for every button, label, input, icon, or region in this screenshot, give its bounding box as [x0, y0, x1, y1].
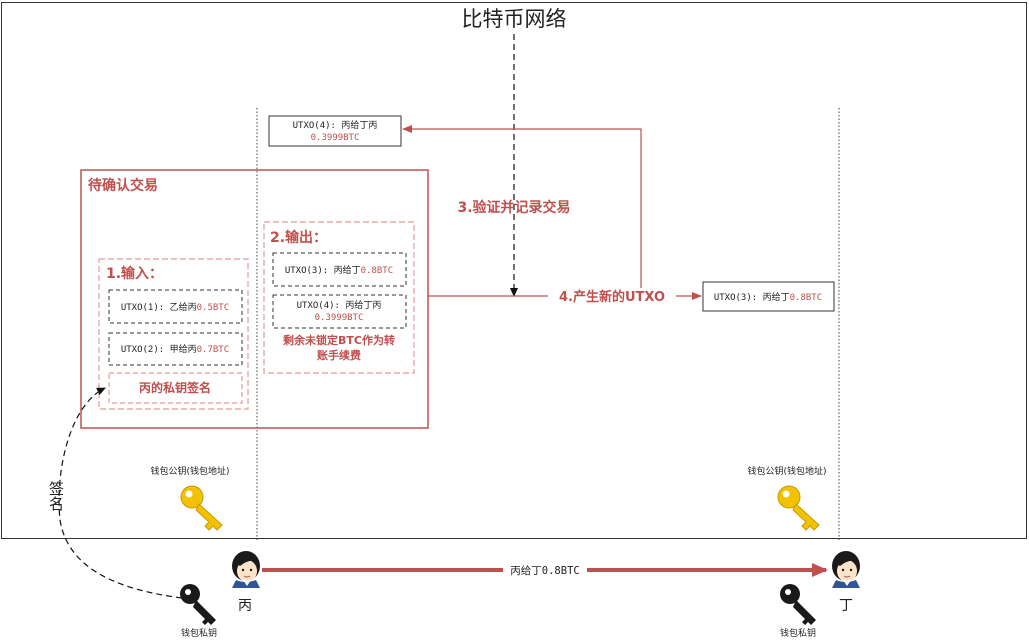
signature-box: [108, 372, 243, 404]
sign-label: 签名: [35, 481, 65, 511]
svg-text:UTXO(3): 丙给丁0.8BTC: UTXO(3): 丙给丁0.8BTC: [285, 264, 393, 276]
pubkey-left-icon: [180, 485, 223, 531]
utxo-top-label: UTXO(4): 丙给丁丙: [293, 119, 378, 131]
output-utxo-4-amount: 0.3999BTC: [315, 313, 364, 323]
input-utxo-1-label: UTXO(1): 乙给丙: [121, 301, 197, 313]
svg-text:UTXO(1): 乙给丙0.5BTC: UTXO(1): 乙给丙0.5BTC: [121, 301, 229, 313]
output-utxo-3-amount: 0.8BTC: [361, 266, 394, 276]
input-utxo-1-amount: 0.5BTC: [197, 303, 230, 313]
inputs-title: 1.输入：: [106, 265, 163, 282]
privkey-left-icon: [180, 584, 216, 625]
signature-label: 丙的私钥签名: [139, 380, 211, 395]
sign-curve: [58, 387, 183, 599]
input-utxo-2: [108, 332, 243, 366]
fee-note-line1: 剩余未锁定BTC作为转: [283, 333, 395, 347]
input-utxo-2-amount: 0.7BTC: [197, 345, 230, 355]
output-utxo-3: [272, 252, 407, 287]
privkey-left-label: 钱包私钥: [181, 627, 217, 639]
inputs-frame: [98, 258, 249, 410]
svg-text:UTXO(3): 丙给丁0.8BTC: UTXO(3): 丙给丁0.8BTC: [714, 291, 822, 303]
transfer-label: 丙给丁0.8BTC: [510, 564, 579, 577]
pending-tx-frame: [80, 169, 429, 429]
wallet-pubkey-left-label: 钱包公钥(钱包地址): [150, 465, 229, 477]
network-frame: [1, 2, 1027, 539]
step4-label: 4.产生新的UTXO: [559, 289, 665, 305]
pending-tx-title: 待确认交易: [88, 177, 158, 194]
person-right-name: 丁: [839, 598, 853, 614]
output-utxo-4-label: UTXO(4): 丙给丁丙: [297, 299, 382, 311]
input-utxo-2-label: UTXO(2): 甲给丙: [121, 343, 197, 355]
outputs-frame: [263, 221, 415, 374]
person-left-name: 丙: [238, 598, 252, 614]
arrow-to-top-utxo: [402, 125, 642, 288]
person-right-avatar: [831, 550, 861, 589]
svg-text:签名: 签名: [35, 481, 65, 511]
outputs-title: 2.输出：: [270, 229, 327, 246]
utxo-box-right: [702, 281, 835, 312]
privkey-right-icon: [780, 584, 816, 625]
svg-text:UTXO(2): 甲给丙0.7BTC: UTXO(2): 甲给丙0.7BTC: [121, 343, 229, 355]
fee-note-line2: 账手续费: [317, 348, 361, 362]
step3-label: 3.验证并记录交易: [457, 199, 570, 216]
utxo-right-label: UTXO(3): 丙给丁: [714, 291, 790, 303]
utxo-top-amount: 0.3999BTC: [311, 133, 360, 143]
person-left-avatar: [231, 550, 261, 589]
utxo-box-top: [268, 115, 402, 147]
pubkey-right-icon: [777, 485, 820, 531]
transfer-label-bg: [503, 562, 587, 578]
utxo-right-amount: 0.8BTC: [790, 293, 823, 303]
privkey-right-label: 钱包私钥: [780, 627, 816, 639]
wallet-pubkey-right-label: 钱包公钥(钱包地址): [747, 465, 826, 477]
network-title: 比特币网络: [462, 7, 567, 31]
output-utxo-3-label: UTXO(3): 丙给丁: [285, 264, 361, 276]
input-utxo-1: [108, 289, 243, 324]
output-utxo-4: [272, 294, 407, 329]
